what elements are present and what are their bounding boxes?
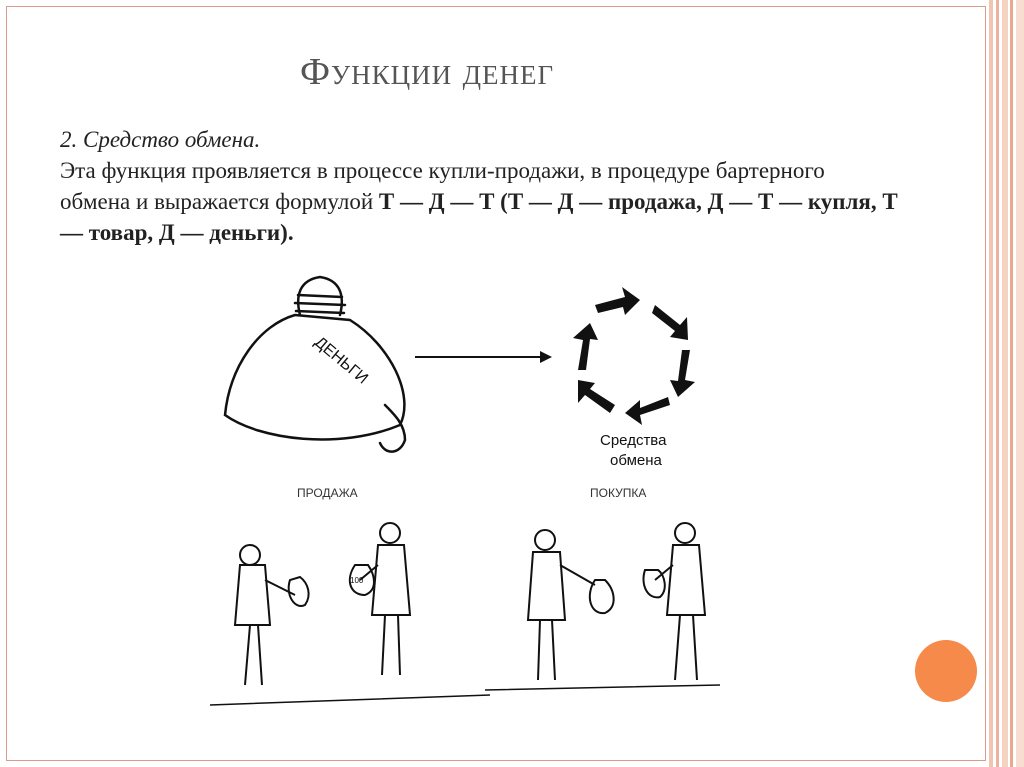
cycle-icon <box>573 287 695 425</box>
person-icon <box>359 522 412 676</box>
slide-title: Функции денег <box>300 51 555 93</box>
arrow-head-icon <box>540 351 552 363</box>
cycle-label-2: обмена <box>610 452 663 469</box>
bag-tag: 100 <box>350 576 364 585</box>
person-icon <box>526 529 596 681</box>
slide-body: 2. Средство обмена. Эта функция проявляе… <box>60 124 900 248</box>
money-bag-icon <box>223 313 406 441</box>
decor-stripe <box>1010 0 1013 767</box>
jug-icon <box>287 575 310 607</box>
person-icon <box>233 544 296 686</box>
formula-text: Т — Д — Т (Т — Д — продажа, Д — Т — купл… <box>60 189 898 245</box>
money-bag-small-icon <box>588 579 615 615</box>
decor-stripe <box>1016 0 1024 767</box>
decor-stripe <box>1002 0 1008 767</box>
jug-icon <box>642 569 666 599</box>
sale-label: ПРОДАЖА <box>297 486 358 500</box>
purchase-label: ПОКУПКА <box>590 486 646 500</box>
accent-circle <box>915 640 977 702</box>
illustration: ДЕНЬГИ Средства обмена ПРОДАЖА ПОКУПКА 1 <box>209 275 721 706</box>
money-bag-small-icon <box>348 564 375 597</box>
ground-line <box>209 684 721 706</box>
person-icon <box>654 522 707 681</box>
body-text: Эта функция проявляется в процессе купли… <box>60 158 825 214</box>
decor-stripe <box>989 0 993 767</box>
decor-stripe <box>996 0 999 767</box>
cycle-label-1: Средства <box>600 432 667 449</box>
slide-frame <box>6 6 986 761</box>
slide-subtitle: 2. Средство обмена. <box>60 127 261 152</box>
